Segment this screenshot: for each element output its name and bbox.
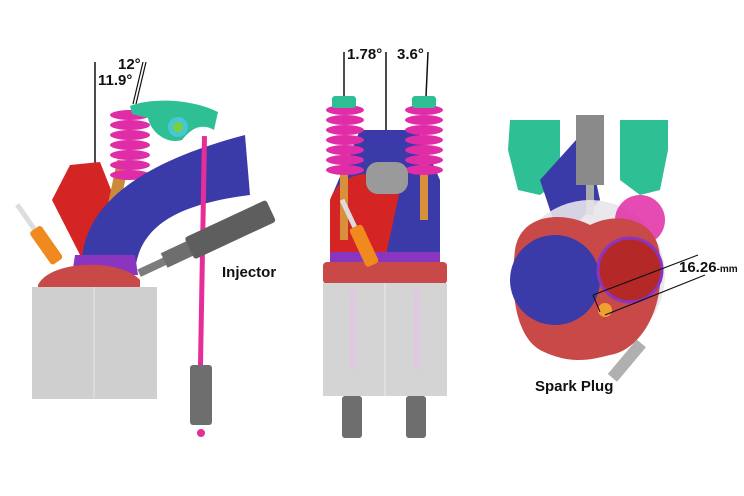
spark-plug-side	[15, 203, 63, 265]
combustion-chamber-front	[323, 262, 447, 284]
dimension-label: 16.26-mm	[679, 259, 738, 276]
angle-label-3-6: 3.6°	[397, 46, 424, 63]
spark-plug-front	[339, 198, 379, 267]
rocker-right	[620, 120, 668, 195]
intake-port	[82, 135, 250, 270]
dimension-unit: -mm	[716, 264, 738, 275]
bottom-view	[508, 115, 706, 382]
injector-label: Injector	[222, 264, 277, 281]
injector-bottom	[576, 115, 604, 185]
combustion-chamber	[38, 264, 140, 288]
lifter	[190, 365, 212, 425]
angle-label-11-9: 11.9°	[98, 72, 133, 89]
injector	[137, 200, 276, 277]
angle-label-12: 12°	[118, 56, 141, 73]
exhaust-valve-face	[596, 236, 664, 304]
dimension-line-top	[592, 254, 699, 296]
side-view	[15, 61, 276, 437]
lifter-left	[342, 396, 362, 438]
injector-end	[366, 162, 408, 194]
dimension-line-bottom	[604, 274, 706, 316]
spark-plug-label: Spark Plug	[535, 378, 614, 395]
front-view	[323, 51, 447, 438]
angle-label-1-78: 1.78°	[347, 46, 383, 63]
valve-spring-right	[405, 105, 443, 175]
valve-spring	[110, 110, 150, 180]
valve-spring-left	[326, 105, 364, 175]
lifter-right	[406, 396, 426, 438]
intake-valve-face	[510, 235, 600, 325]
dimension-value: 16.26	[679, 259, 717, 276]
